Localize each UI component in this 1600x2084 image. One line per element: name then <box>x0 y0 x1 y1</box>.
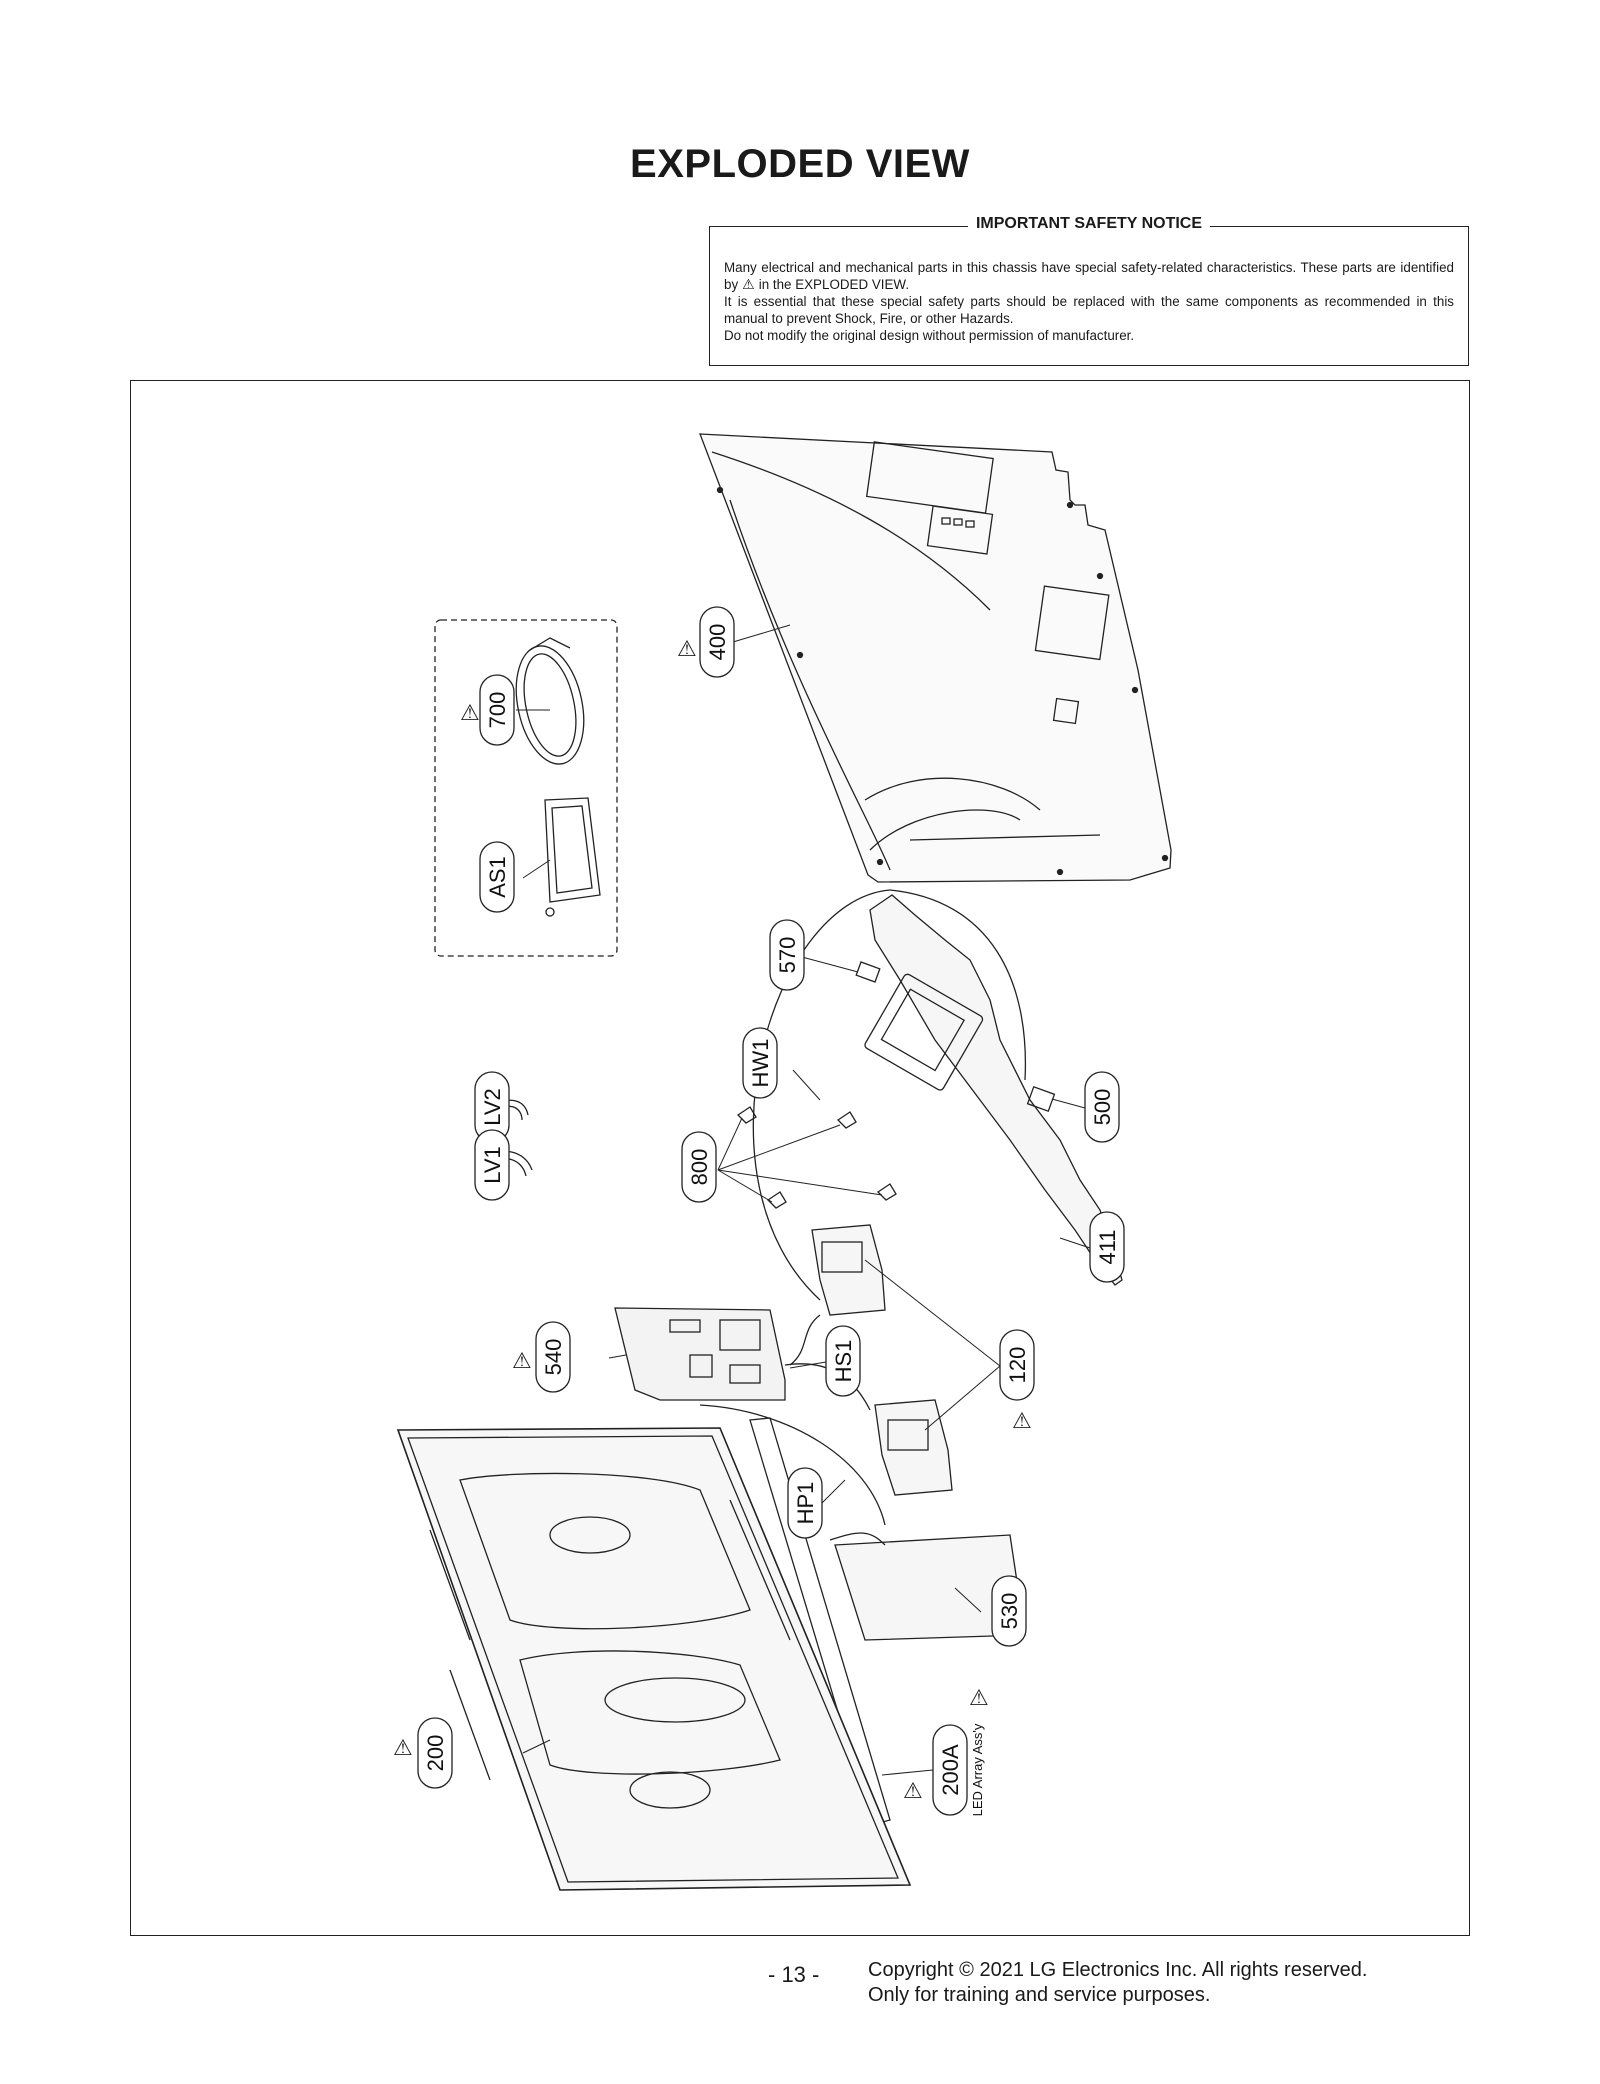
bubble-570 <box>769 919 805 991</box>
bubble-400 <box>699 606 735 678</box>
stand-cable <box>515 637 585 765</box>
main-frame-411 <box>864 894 1123 1286</box>
part-570 <box>855 961 881 983</box>
bubble-200 <box>417 1717 453 1789</box>
bubble-540 <box>535 1321 571 1393</box>
bubble-hp1 <box>787 1467 823 1539</box>
led-array-strip <box>749 1417 891 1826</box>
label-120: 120 <box>1005 1347 1030 1384</box>
bubble-hw1 <box>742 1027 778 1099</box>
notice-line-3: Do not modify the original design withou… <box>724 328 1135 343</box>
label-as1: AS1 <box>485 856 510 898</box>
warning-triangle-icon: ⚠ <box>742 276 755 292</box>
label-hp1: HP1 <box>793 1482 818 1525</box>
part-500 <box>1026 1085 1056 1113</box>
label-540: 540 <box>541 1339 566 1376</box>
exploded-view-diagram: ⚠ ⚠ ⚠ ⚠ ⚠ ⚠ ⚠ 400 700 AS1 570 HW1 500 LV… <box>393 433 1172 1891</box>
bubble-411 <box>1089 1211 1125 1283</box>
back-cover <box>699 433 1172 883</box>
label-400: 400 <box>705 624 730 661</box>
cable-hp1 <box>699 1404 886 1526</box>
warning-triangle-icon: ⚠ <box>512 1348 532 1373</box>
warning-triangle-icon: ⚠ <box>903 1778 923 1803</box>
bubble-500 <box>1084 1071 1120 1143</box>
page-title: EXPLODED VIEW <box>630 142 970 186</box>
label-570: 570 <box>775 937 800 974</box>
label-hw1: HW1 <box>748 1039 773 1088</box>
label-411: 411 <box>1095 1229 1120 1264</box>
safety-notice-body: Many electrical and mechanical parts in … <box>724 259 1454 344</box>
label-lv2: LV2 <box>480 1088 505 1126</box>
label-200a: 200A <box>938 1744 963 1796</box>
label-800: 800 <box>687 1149 712 1186</box>
bubble-hs1 <box>825 1325 861 1397</box>
bubble-lv1 <box>474 1129 510 1201</box>
warning-triangle-icon: ⚠ <box>677 636 697 661</box>
bubble-800 <box>681 1131 717 1203</box>
label-500: 500 <box>1090 1089 1115 1126</box>
warning-triangle-icon: ⚠ <box>969 1685 989 1710</box>
bubble-as1 <box>479 841 515 913</box>
power-unit-lower <box>874 1399 953 1496</box>
notice-line-2: It is essential that these special safet… <box>724 294 1454 326</box>
notice-line-1b: in the EXPLODED VIEW. <box>758 277 910 292</box>
warning-triangle-icon: ⚠ <box>393 1735 413 1760</box>
stand-bracket <box>544 797 601 917</box>
bubble-120 <box>999 1329 1035 1401</box>
bubble-200a <box>932 1724 968 1816</box>
copyright-line-1: Copyright © 2021 LG Electronics Inc. All… <box>868 1959 1368 1981</box>
label-led-array: LED Array Ass'y <box>970 1723 985 1816</box>
label-530: 530 <box>997 1593 1022 1630</box>
label-700: 700 <box>485 692 510 729</box>
power-unit-upper <box>811 1224 886 1316</box>
clips-800 <box>736 1106 897 1209</box>
panel-module-200 <box>396 1427 912 1891</box>
copyright-line-2: Only for training and service purposes. <box>868 1984 1211 2006</box>
label-hs1: HS1 <box>831 1340 856 1383</box>
warning-triangle-icon: ⚠ <box>1012 1408 1032 1433</box>
page-number: - 13 - <box>768 1962 820 1987</box>
notice-line-1a: Many electrical and mechanical parts in … <box>724 260 1454 292</box>
label-200: 200 <box>423 1735 448 1772</box>
label-lv1: LV1 <box>480 1146 505 1184</box>
main-board-540 <box>614 1307 786 1401</box>
stand-group-box <box>434 619 618 957</box>
bubble-700 <box>479 674 515 746</box>
warning-triangle-icon: ⚠ <box>460 700 480 725</box>
diagram-frame <box>130 380 1470 1936</box>
safety-notice-box: IMPORTANT SAFETY NOTICE Many electrical … <box>709 215 1469 366</box>
bubble-530 <box>991 1575 1027 1647</box>
safety-notice-title: IMPORTANT SAFETY NOTICE <box>967 215 1211 232</box>
copyright-block: Copyright © 2021 LG Electronics Inc. All… <box>868 1958 1367 2008</box>
